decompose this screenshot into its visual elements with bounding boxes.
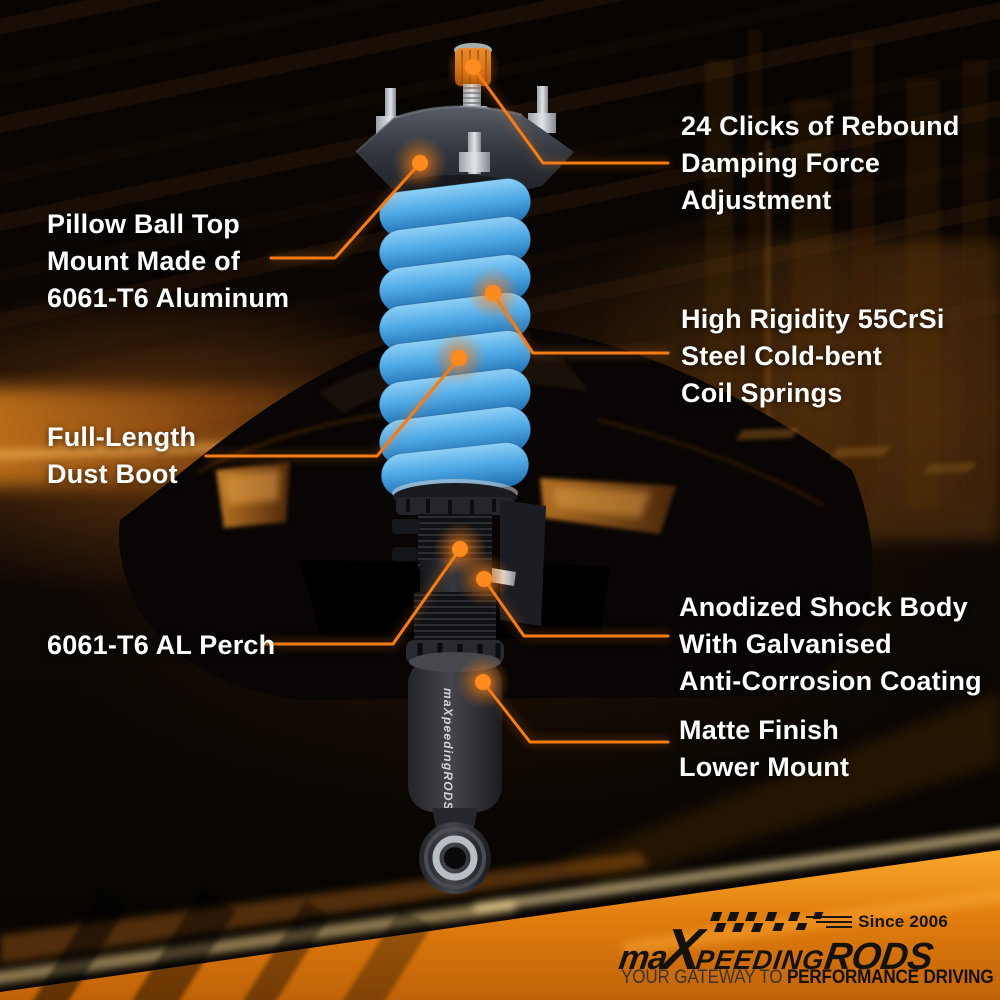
callout-line: Pillow Ball Top <box>47 209 241 239</box>
callout-label-springs: High Rigidity 55CrSi Steel Cold-bent Coi… <box>681 301 945 412</box>
leader-line-lower-mount <box>481 680 670 744</box>
leader-line-perch <box>260 547 462 646</box>
leader-line-springs <box>491 291 670 355</box>
callout-label-perch: 6061-T6 AL Perch <box>47 627 275 664</box>
callout-line: 6061-T6 AL Perch <box>47 630 276 660</box>
callout-dot-dust-boot <box>451 350 467 366</box>
callout-line: Steel Cold-bent <box>681 341 883 371</box>
tagline-emphasis: PERFORMANCE DRIVING <box>786 967 994 988</box>
callout-line: 6061-T6 Aluminum <box>47 283 290 313</box>
mounting-bracket <box>392 500 546 626</box>
building-streaks <box>705 30 988 510</box>
top-lock-nut <box>448 106 498 138</box>
tagline-prefix: YOUR GATEWAY TO <box>621 967 787 988</box>
callout-dot-shock-body <box>476 571 492 587</box>
speed-lines-icon <box>806 916 853 928</box>
spring-perch-collars <box>392 479 518 515</box>
callout-label-rebound: 24 Clicks of Rebound Damping Force Adjus… <box>681 108 960 219</box>
dust-boot <box>413 196 497 496</box>
callout-dot-pillow <box>412 155 428 171</box>
shock-body-band <box>420 560 492 594</box>
callout-label-shock-body: Anodized Shock Body With Galvanised Anti… <box>679 589 982 700</box>
callout-line: Mount Made of <box>47 246 241 276</box>
checkered-flag-icon <box>709 912 824 932</box>
callout-line: High Rigidity 55CrSi <box>681 304 945 334</box>
leader-line-rebound <box>471 65 670 165</box>
callout-line: Anti-Corrosion Coating <box>679 666 982 696</box>
callout-label-pillow: Pillow Ball Top Mount Made of 6061-T6 Al… <box>47 206 289 317</box>
callout-dots <box>393 40 520 709</box>
leader-line-dust-boot <box>204 356 461 458</box>
body-print-label: maXpeedingRODS <box>441 688 455 811</box>
callout-dot-perch <box>452 541 468 557</box>
callout-label-lower-mount: Matte Finish Lower Mount <box>679 712 849 786</box>
bracket-bolt <box>490 568 516 586</box>
callout-dot-lower-mount <box>475 674 491 690</box>
callout-line: Anodized Shock Body <box>679 592 968 622</box>
callout-line: 24 Clicks of Rebound <box>681 111 960 141</box>
lower-mount-eyelet <box>419 808 491 894</box>
callout-line: Damping Force <box>681 148 881 178</box>
rebound-adjuster-knob <box>454 43 492 110</box>
since-badge: Since 2006 <box>806 912 948 932</box>
brand-tagline: YOUR GATEWAY TO PERFORMANCE DRIVING <box>621 967 994 989</box>
threaded-sleeve-upper <box>418 514 492 570</box>
callout-line: Dust Boot <box>47 459 178 489</box>
callout-line: Coil Springs <box>681 378 843 408</box>
callout-label-dust-boot: Full-Length Dust Boot <box>47 419 196 493</box>
callout-line: Full-Length <box>47 422 197 452</box>
callout-dot-rebound <box>465 59 481 75</box>
coil-spring <box>378 178 532 498</box>
callout-line: Lower Mount <box>679 752 850 782</box>
callout-line: With Galvanised <box>679 629 892 659</box>
top-mount-plate <box>355 105 574 201</box>
swoosh-dark-streaks <box>0 889 432 1000</box>
leader-line-pillow <box>269 161 422 260</box>
pillow-ball-bearing <box>421 132 509 162</box>
threaded-sleeve-lower <box>414 592 496 648</box>
leader-line-shock-body <box>482 577 670 638</box>
mount-studs <box>376 86 556 136</box>
al-perch-ring <box>406 640 504 664</box>
since-label: Since 2006 <box>858 912 948 931</box>
shock-lower-body: maXpeedingRODS <box>408 652 502 812</box>
lane-markings <box>736 428 978 474</box>
headlight-left-icon <box>216 462 290 528</box>
callout-line: Adjustment <box>681 185 832 215</box>
callout-line: Matte Finish <box>679 715 839 745</box>
headlight-right-icon <box>540 478 676 534</box>
callout-dot-springs <box>485 285 501 301</box>
